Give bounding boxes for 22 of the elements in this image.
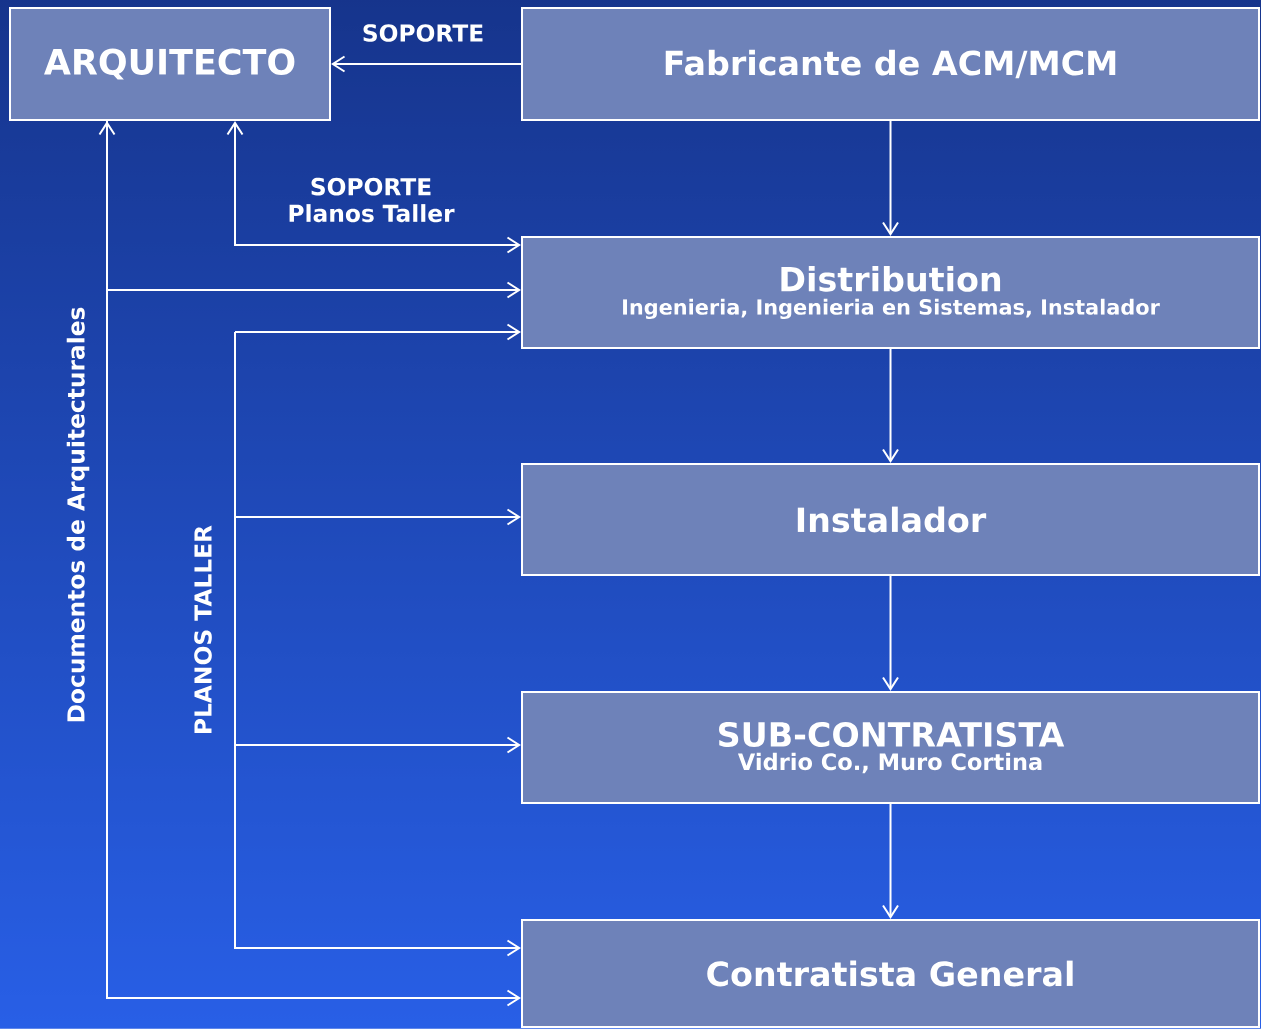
arrow xyxy=(331,55,522,73)
arrow xyxy=(106,120,521,299)
edge-label: SOPORTE Planos Taller xyxy=(289,177,455,223)
process-box: Distribution Ingenieria, Ingenieria en Sistemas, Instalador xyxy=(521,236,1260,349)
process-box: ARQUITECTO xyxy=(9,7,331,121)
process-box: Contratista General xyxy=(521,919,1260,1028)
arrow xyxy=(234,331,521,957)
process-box: SUB-CONTRATISTA Vidrio Co., Muro Cortina xyxy=(521,691,1260,804)
arrow xyxy=(98,121,521,1007)
edge-label: SOPORTE xyxy=(363,24,483,42)
arrow xyxy=(882,575,899,691)
arrow xyxy=(226,121,521,254)
process-box: Fabricante de ACM/MCM xyxy=(521,7,1260,121)
process-box: Instalador xyxy=(521,463,1260,576)
arrow xyxy=(882,120,899,236)
arrow xyxy=(234,508,521,526)
arrow xyxy=(234,736,521,754)
edge-label: PLANOS TALLER xyxy=(194,525,212,733)
arrow xyxy=(882,803,899,919)
arrow xyxy=(882,348,899,463)
arrow xyxy=(234,323,521,341)
edge-label: Documentos de Arquitecturales xyxy=(66,307,90,722)
